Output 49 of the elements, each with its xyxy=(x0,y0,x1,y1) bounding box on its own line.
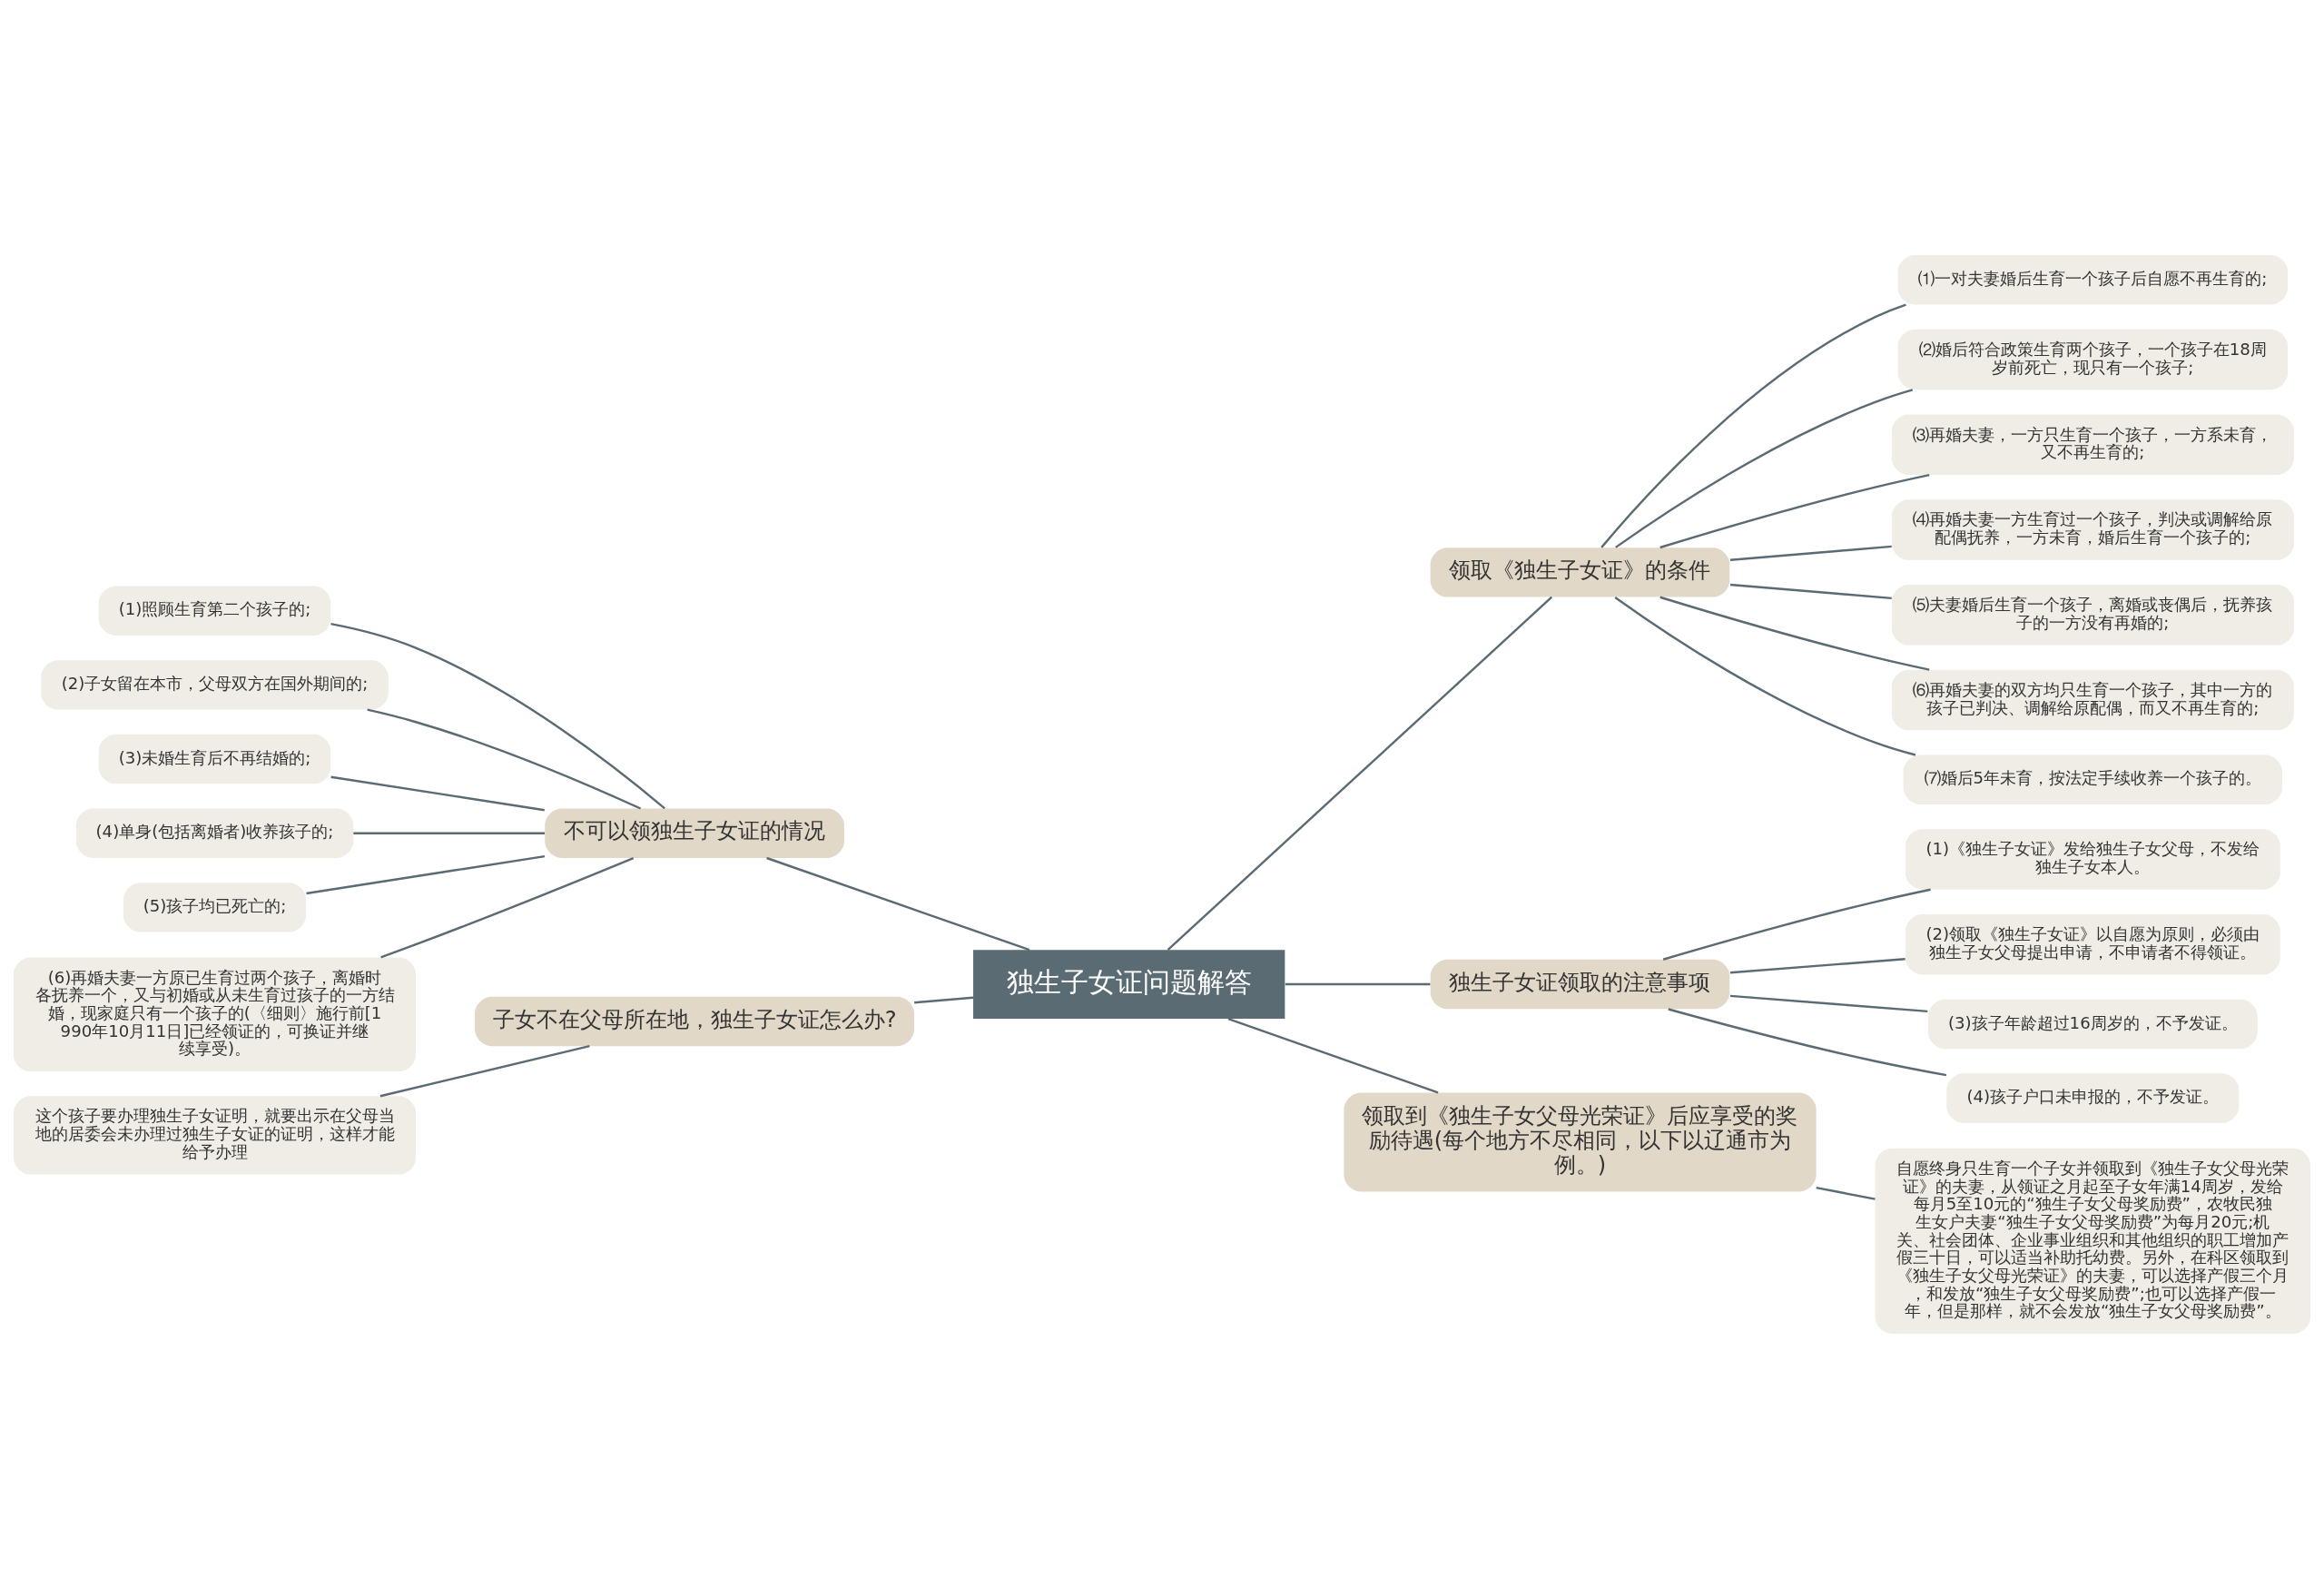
connector xyxy=(1729,994,1928,1012)
node-box: ⑷再婚夫妻一方生育过一个孩子，判决或调解给原配偶抚养，一方未育，婚后生育一个孩子的; xyxy=(1891,498,2294,560)
connector xyxy=(1659,596,1930,671)
node-box: (4)单身(包括离婚者)收养孩子的; xyxy=(75,808,354,858)
node-box: ⑶再婚夫妻，一方只生育一个孩子，一方系未育，又不再生育的; xyxy=(1891,413,2294,475)
connector xyxy=(379,1044,590,1097)
node-box: (3)未婚生育后不再结婚的; xyxy=(98,734,331,784)
node-box: 自愿终身只生育一个子女并领取到《独生子女父母光荣证》的夫妻，从领证之月起至子女年满14周岁，发给每月5至10元的“独生子女父母奖励费”，农牧民独生女户夫妻“独生子女父母奖励费”为每月20元;机关、社会团体、企业事业组织和其他组织的职工增加产假三十日，可以适当补助托幼费。另外，在科区领取到《独生子女父母光荣证》的夫妻，可以选择产假三个月，和发放“独生子女父母奖励费”;也可以选择产假一年，但是那样，就不会发放“独生子女父母奖励费”。 xyxy=(1875,1148,2311,1334)
connector xyxy=(306,854,546,894)
connector xyxy=(1167,596,1553,951)
node-box: ⑴一对夫妻婚后生育一个孩子后自愿不再生育的; xyxy=(1897,254,2289,304)
node-box: 不可以领独生子女证的情况 xyxy=(545,808,844,858)
node-box: (1)《独生子女证》发给独生子女父母，不发给独生子女本人。 xyxy=(1905,828,2280,890)
connector xyxy=(1729,545,1892,561)
connector xyxy=(1729,957,1905,973)
node-box: (2)领取《独生子女证》以自愿为原则，必须由独生子女父母提出申请，不申请者不得领证。 xyxy=(1905,913,2280,974)
node-box: 领取《独生子女证》的条件 xyxy=(1430,547,1730,597)
connector xyxy=(380,856,635,959)
node-box: (2)子女留在本市，父母双方在国外期间的; xyxy=(41,659,389,710)
node-box: ⑸夫妻婚后生育一个孩子，离婚或丧偶后，抚养孩子的一方没有再婚的; xyxy=(1891,584,2294,646)
node-box: (1)照顾生育第二个孩子的; xyxy=(98,586,331,636)
node-box: (6)再婚夫妻一方原已生育过两个孩子，离婚时各抚养一个，又与初婚或从未生育过孩子的一方结婚，现家庭只有一个孩子的(〈细则〉施行前[1990年10月11日]已经领证的，可换证并继续享受)。 xyxy=(13,957,417,1071)
connector xyxy=(1662,888,1931,961)
connector xyxy=(1285,982,1431,985)
node-box: ⑵婚后符合政策生育两个孩子，一个孩子在18周岁前死亡，现只有一个孩子; xyxy=(1897,329,2289,390)
connector xyxy=(330,775,545,811)
connector xyxy=(367,708,642,810)
node-box: (3)孩子年龄超过16周岁的，不予发证。 xyxy=(1927,999,2258,1049)
connector xyxy=(1615,388,1914,548)
connector xyxy=(766,856,1030,951)
connector xyxy=(1668,1007,1947,1076)
connector xyxy=(1600,302,1906,548)
connector xyxy=(1729,583,1892,599)
node-box: 这个孩子要办理独生子女证明，就要出示在父母当地的居委会未办理过独生子女证的证明，这样才能给予办理 xyxy=(13,1095,417,1175)
node-box: (5)孩子均已死亡的; xyxy=(123,882,307,932)
node-box: 领取到《独生子女父母光荣证》后应享受的奖励待遇(每个地方不尽相同，以下以辽通市为例。) xyxy=(1344,1092,1817,1191)
node-box: 独生子女证问题解答 xyxy=(973,949,1285,1019)
node-box: 独生子女证领取的注意事项 xyxy=(1430,959,1730,1009)
connector xyxy=(353,832,545,834)
node-box: 子女不在父母所在地，独生子女证怎么办? xyxy=(475,996,915,1046)
connector xyxy=(330,622,665,809)
connector xyxy=(1816,1186,1876,1200)
connector xyxy=(1227,1017,1439,1094)
connector xyxy=(914,995,974,1003)
node-box: (4)孩子户口未申报的，不予发证。 xyxy=(1946,1072,2240,1123)
connector xyxy=(1614,596,1916,756)
connector xyxy=(1659,473,1930,548)
node-box: ⑺婚后5年未育，按法定手续收养一个孩子的。 xyxy=(1903,755,2283,804)
node-box: ⑹再婚夫妻的双方均只生育一个孩子，其中一方的孩子已判决、调解给原配偶，而又不再生育的; xyxy=(1891,669,2294,730)
